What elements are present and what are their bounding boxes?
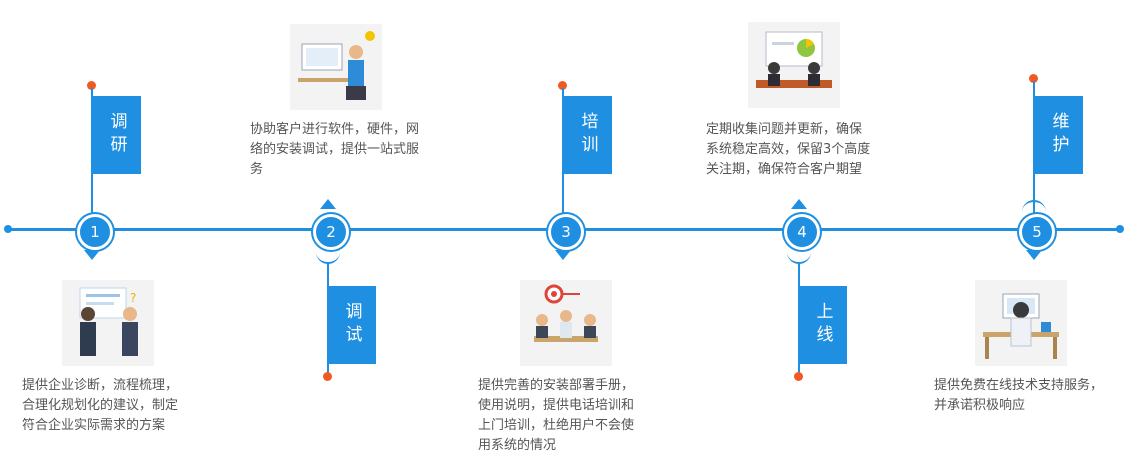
step-5-marker-dot xyxy=(1029,74,1038,83)
step-5-description: 提供免费在线技术支持服务，并承诺积极响应 xyxy=(934,378,1104,413)
step-1-node: 1 xyxy=(77,214,113,250)
step-4-description: 定期收集问题并更新，确保系统稳定高效，保留3个高度关注期，确保符合客户期望 xyxy=(706,122,871,177)
step-2-description: 协助客户进行软件，硬件，网络的安装调试，提供一站式服务 xyxy=(250,122,420,177)
step-3-arrow-down-icon xyxy=(555,250,571,260)
step-5-stem xyxy=(1033,81,1035,214)
step-1-marker-dot xyxy=(87,81,96,90)
step-3-description: 提供完善的安装部署手册，使用说明，提供电话培训和上门培训，杜绝用户不会使用系统的… xyxy=(478,378,635,453)
step-2-marker-dot xyxy=(323,372,332,381)
step-3-stem xyxy=(562,88,564,214)
timeline-end-dot xyxy=(1116,225,1124,233)
step-3-label: 培训 xyxy=(564,96,612,174)
step-5-support-desk-illustration-icon xyxy=(975,280,1067,366)
step-2-node: 2 xyxy=(313,214,349,250)
step-3-node: 3 xyxy=(548,214,584,250)
step-5-label: 维护 xyxy=(1035,96,1083,174)
step-5-node: 5 xyxy=(1019,214,1055,250)
step-1-arrow-down-icon xyxy=(84,250,100,260)
step-1-consulting-illustration-icon: ? xyxy=(62,280,154,366)
step-3-training-meeting-illustration-icon xyxy=(520,280,612,366)
step-2-arrow-up-icon xyxy=(320,199,336,209)
step-4-arrow-up-icon xyxy=(791,199,807,209)
step-1-stem xyxy=(91,88,93,214)
step-5-arrow-down-icon xyxy=(1026,250,1042,260)
step-2-label: 调试 xyxy=(328,286,376,364)
timeline-start-dot xyxy=(4,225,12,233)
step-2-workstation-illustration-icon xyxy=(290,24,382,110)
svg-text:?: ? xyxy=(130,291,136,305)
step-3-marker-dot xyxy=(558,81,567,90)
step-4-label: 上线 xyxy=(799,286,847,364)
step-4-marker-dot xyxy=(794,372,803,381)
step-5-arc xyxy=(1022,200,1046,214)
step-4-review-meeting-illustration-icon xyxy=(748,22,840,108)
step-4-node: 4 xyxy=(784,214,820,250)
step-1-label: 调研 xyxy=(93,96,141,174)
step-1-description: 提供企业诊断，流程梳理，合理化规划化的建议，制定符合企业实际需求的方案 xyxy=(22,378,179,433)
